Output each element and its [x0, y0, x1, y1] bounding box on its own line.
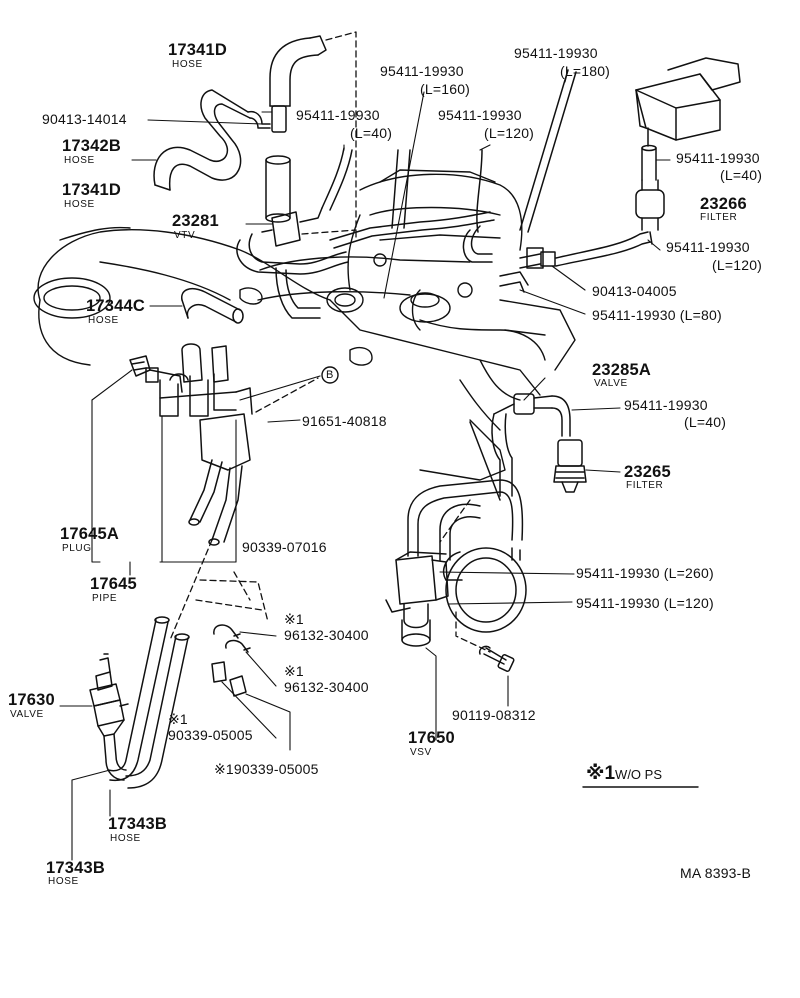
callout-desc-17343b-a: HOSE: [110, 833, 141, 844]
callout-desc-17342b: HOSE: [64, 155, 95, 166]
callout-number-hose-l80: 95411-19930 (L=80): [592, 307, 722, 323]
callout-number-hose-l120-a: 95411-19930: [438, 107, 522, 123]
callout-number-17650: 17650: [408, 729, 455, 747]
callout-desc-23266: FILTER: [700, 212, 738, 223]
callout-number-23285a: 23285A: [592, 361, 651, 379]
callout-number-23265: 23265: [624, 463, 671, 481]
callout-number-17341d-mid: 17341D: [62, 181, 121, 199]
callout-number-91651-40818: 91651-40818: [302, 413, 387, 429]
callout-number-17341d-top: 17341D: [168, 41, 227, 59]
callout-mark-96132-b: ※1: [284, 663, 304, 679]
callout-desc-17341d-top: HOSE: [172, 59, 203, 70]
engine-block: [33, 169, 576, 481]
callout-number-90339-05005-a: 90339-05005: [168, 727, 253, 743]
callout-number-17645: 17645: [90, 575, 137, 593]
callout-desc-hose-l120-a: (L=120): [484, 125, 535, 141]
callout-desc-17344c: HOSE: [88, 315, 119, 326]
callout-desc-23281: VTV: [174, 230, 196, 241]
phantom-lines: [169, 31, 491, 653]
connector-marker-b: B: [326, 369, 334, 381]
callout-number-hose-l120-c: 95411-19930 (L=120): [576, 595, 714, 611]
callout-desc-hose-l120-b: (L=120): [712, 257, 763, 273]
callout-desc-17630: VALVE: [10, 709, 44, 720]
callout-number-hose-l40-c: 95411-19930: [624, 397, 708, 413]
footnote-text: W/O PS: [615, 767, 662, 782]
callout-number-17343b-b: 17343B: [46, 859, 105, 877]
callout-number-90339-05005-b: ※190339-05005: [214, 761, 319, 777]
callout-number-17630: 17630: [8, 691, 55, 709]
callout-desc-17650: VSV: [410, 747, 432, 758]
footnote-mark: ※1: [586, 763, 616, 784]
callout-number-90413-04005: 90413-04005: [592, 283, 677, 299]
callout-number-hose-l260: 95411-19930 (L=260): [576, 565, 714, 581]
callout-number-17343b-a: 17343B: [108, 815, 167, 833]
figure-reference: MA 8393-B: [680, 865, 752, 881]
callout-desc-23265: FILTER: [626, 480, 664, 491]
callout-desc-17645: PIPE: [92, 593, 118, 604]
callout-number-23281: 23281: [172, 212, 219, 230]
callout-desc-hose-l40-b: (L=40): [720, 167, 763, 183]
callout-desc-hose-l40-c: (L=40): [684, 414, 727, 430]
callout-desc-17645a: PLUG: [62, 543, 92, 554]
lower-hoses: [89, 616, 251, 789]
callout-number-90413-14014: 90413-14014: [42, 111, 127, 127]
callout-number-96132-a: 96132-30400: [284, 627, 369, 643]
callout-desc-hose-l40-a: (L=40): [350, 125, 393, 141]
callout-desc-hose-l180: (L=180): [560, 63, 611, 79]
callout-number-23266: 23266: [700, 195, 747, 213]
callout-number-17344c: 17344C: [86, 297, 145, 315]
callout-number-hose-l180: 95411-19930: [514, 45, 598, 61]
pipe-assembly: [129, 343, 253, 546]
callout-desc-17343b-b: HOSE: [48, 876, 79, 887]
connector-marker-circle: [321, 366, 339, 384]
callout-desc-hose-l160: (L=160): [420, 81, 471, 97]
callout-number-17645a: 17645A: [60, 525, 119, 543]
vacuum-hoses: [153, 35, 741, 672]
footnote: ※1W/O PS: [586, 764, 662, 785]
callout-number-17342b: 17342B: [62, 137, 121, 155]
callout-mark-90339-05005-a: ※1: [168, 711, 188, 727]
leader-lines: [59, 69, 699, 861]
callout-number-hose-l40-a: 95411-19930: [296, 107, 380, 123]
callout-mark-96132-a: ※1: [284, 611, 304, 627]
callout-number-hose-l160: 95411-19930: [380, 63, 464, 79]
callout-desc-23285a: VALVE: [594, 378, 628, 389]
callout-number-hose-l40-b: 95411-19930: [676, 150, 760, 166]
callout-number-90339-07016: 90339-07016: [242, 539, 327, 555]
callout-number-96132-b: 96132-30400: [284, 679, 369, 695]
callout-number-hose-l120-b: 95411-19930: [666, 239, 750, 255]
callout-desc-17341d-mid: HOSE: [64, 199, 95, 210]
callout-number-90119-08312: 90119-08312: [452, 707, 536, 723]
